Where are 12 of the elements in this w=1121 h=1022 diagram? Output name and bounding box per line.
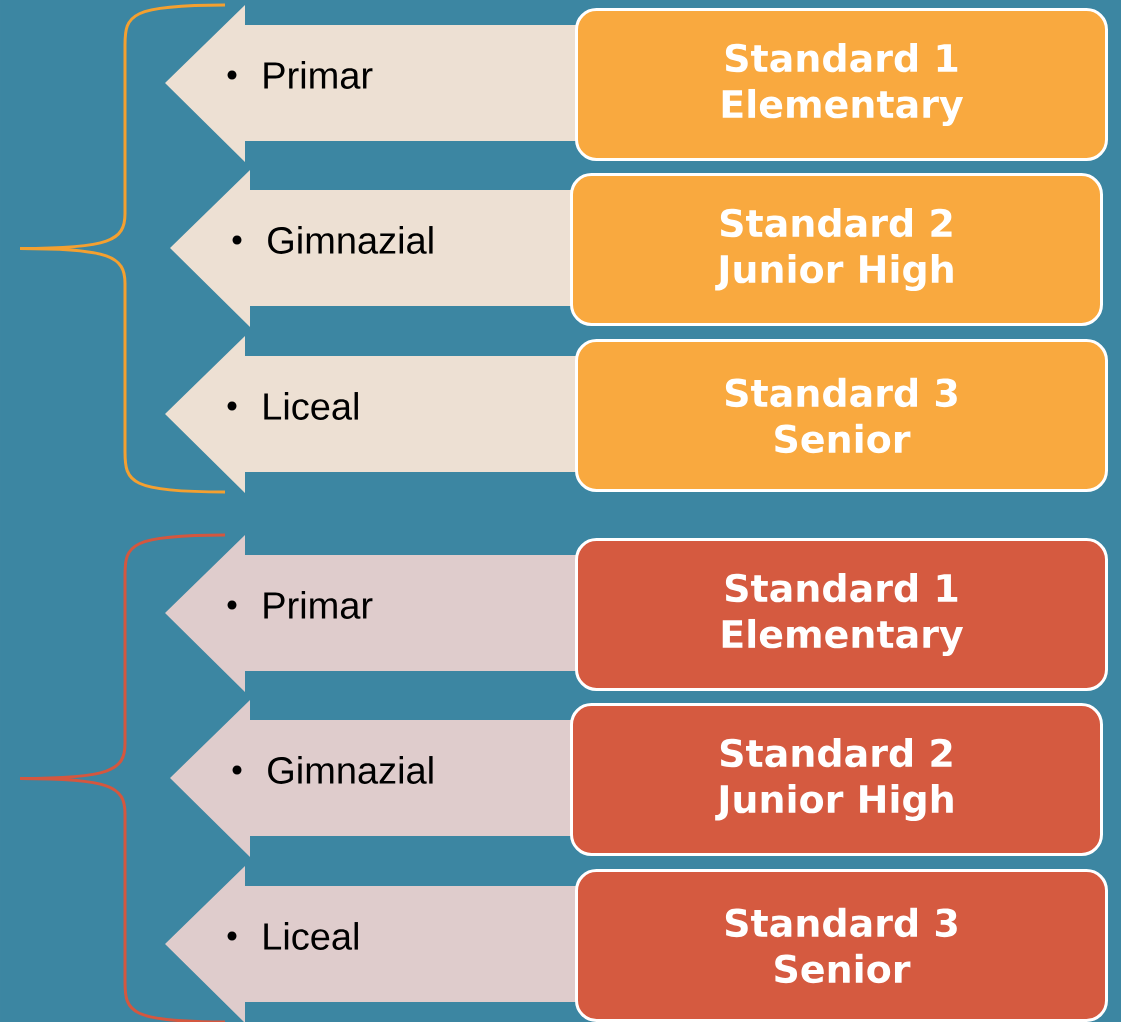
arrow-banner: Liceal	[165, 336, 600, 493]
rounded-box: Standard 3 Senior	[575, 869, 1108, 1022]
arrow-banner: Primar	[165, 5, 600, 162]
arrow-banner: Primar	[165, 535, 600, 692]
rounded-box: Standard 2 Junior High	[570, 703, 1103, 856]
arrow-banner: Liceal	[165, 866, 600, 1022]
arrow-banner: Gimnazial	[170, 700, 600, 857]
arrow-banner: Gimnazial	[170, 170, 600, 327]
rounded-box: Standard 3 Senior	[575, 339, 1108, 492]
rounded-box: Standard 1 Elementary	[575, 538, 1108, 691]
rounded-box: Standard 2 Junior High	[570, 173, 1103, 326]
rounded-box: Standard 1 Elementary	[575, 8, 1108, 161]
